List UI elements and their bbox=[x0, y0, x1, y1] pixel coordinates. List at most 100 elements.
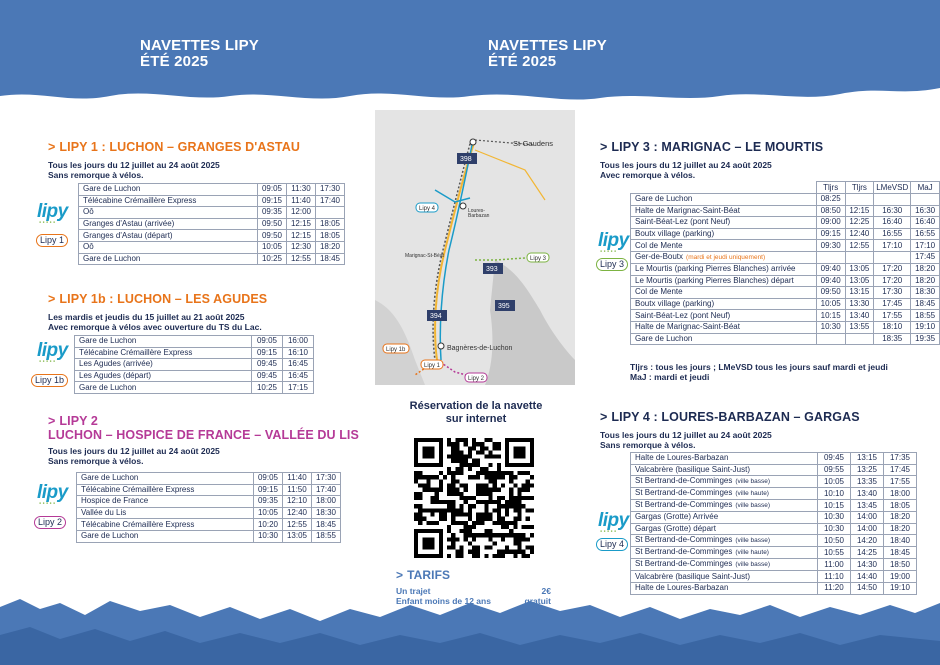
departure-time: 11:40 bbox=[286, 194, 316, 208]
departure-time: 10:05 bbox=[257, 240, 287, 254]
header-right: NAVETTES LIPY ÉTÉ 2025 bbox=[488, 38, 607, 70]
svg-text:Loures-: Loures- bbox=[468, 208, 485, 214]
departure-time: 17:40 bbox=[315, 194, 345, 208]
route-398: 398 bbox=[460, 156, 472, 163]
departure-time: 19:10 bbox=[883, 581, 917, 595]
departure-time: 12:55 bbox=[844, 239, 875, 252]
lipy2-title2: LUCHON – HOSPICE DE FRANCE – VALLÉE DU L… bbox=[48, 428, 359, 442]
header-band bbox=[0, 0, 940, 100]
stop-note: (ville basse) bbox=[735, 537, 771, 545]
departure-time: 13:40 bbox=[850, 487, 884, 501]
departure-time: 10:05 bbox=[817, 475, 851, 489]
departure-time: 16:30 bbox=[910, 204, 940, 218]
departure-time: 18:00 bbox=[883, 487, 917, 501]
stop-name: Gare de Luchon bbox=[630, 193, 817, 206]
stop-name: Halte de Marignac-Saint-Béat bbox=[630, 204, 817, 218]
column-header: MaJ bbox=[910, 181, 940, 194]
departure-time: 16:55 bbox=[910, 227, 940, 241]
departure-time: 14:00 bbox=[850, 511, 884, 524]
stop-name: St Bertrand-de-Comminges(ville basse) bbox=[630, 475, 818, 489]
departure-time: 18:45 bbox=[883, 546, 917, 560]
departure-time: 16:45 bbox=[282, 369, 314, 383]
column-header: Tljrs bbox=[815, 181, 846, 194]
stop-name: Valcabrère (basilique Saint-Just) bbox=[630, 570, 818, 583]
stop-name: Le Mourtis (parking Pierres Blanches) dé… bbox=[630, 274, 817, 288]
departure-time: 18:40 bbox=[883, 534, 917, 548]
departure-time: 09:05 bbox=[253, 472, 283, 485]
departure-time: 13:45 bbox=[850, 499, 884, 513]
departure-time: 14:30 bbox=[850, 558, 884, 572]
lipy-logo: lipy● ● ● ● ● bbox=[37, 201, 68, 224]
departure-time: 09:50 bbox=[257, 217, 287, 231]
stop-name: Boutx village (parking) bbox=[630, 297, 817, 311]
departure-time: 13:05 bbox=[282, 529, 312, 543]
departure-time: 18:50 bbox=[883, 558, 917, 572]
stop-name: Le Mourtis (parking Pierres Blanches) ar… bbox=[630, 262, 817, 276]
departure-time: 09:05 bbox=[257, 183, 287, 196]
stop-name: St Bertrand-de-Comminges(ville basse) bbox=[630, 558, 818, 572]
lipy1-info: Tous les jours du 12 juillet au 24 août … bbox=[48, 160, 220, 180]
departure-time: 09:50 bbox=[257, 229, 287, 242]
departure-time: 12:55 bbox=[282, 518, 312, 531]
departure-time bbox=[815, 332, 846, 346]
stop-name: Saint-Béat-Lez (pont Neuf) bbox=[630, 309, 817, 322]
departure-time: 10:30 bbox=[253, 529, 283, 543]
reservation-qr-code[interactable] bbox=[414, 438, 534, 558]
departure-time: 10:30 bbox=[817, 522, 851, 536]
stop-name: Télécabine Crémaillère Express bbox=[76, 518, 254, 531]
departure-time: 18:55 bbox=[311, 529, 341, 543]
lipy-logo: lipy● ● ● ● ● bbox=[598, 230, 629, 253]
departure-time: 17:55 bbox=[883, 475, 917, 489]
departure-time: 17:20 bbox=[873, 274, 912, 288]
timetable-row: St Bertrand-de-Comminges(ville basse)10:… bbox=[630, 534, 917, 548]
departure-time bbox=[873, 193, 912, 206]
departure-time: 09:55 bbox=[817, 463, 851, 477]
departure-time: 13:25 bbox=[850, 463, 884, 477]
lipy4-section: >LIPY 4 : LOURES-BARBAZAN – GARGAS Tous … bbox=[600, 410, 860, 450]
departure-time: 11:10 bbox=[817, 570, 851, 583]
timetable-row: Ger-de-Boutx(mardi et jeudi uniquement)1… bbox=[630, 250, 940, 264]
network-map: 398 393 395 394 St-Gaudens Loures- Barba… bbox=[375, 110, 575, 385]
timetable-row: Le Mourtis (parking Pierres Blanches) dé… bbox=[630, 274, 940, 288]
lipy-logo: lipy● ● ● ● ● bbox=[37, 482, 68, 505]
departure-time: 11:40 bbox=[282, 472, 312, 485]
stop-name: Halte de Loures-Barbazan bbox=[630, 581, 818, 595]
departure-time: 08:50 bbox=[815, 204, 846, 218]
stop-name: Valcabrère (basilique Saint-Just) bbox=[630, 463, 818, 477]
stop-name: St Bertrand-de-Comminges(ville basse) bbox=[630, 534, 818, 548]
departure-time: 13:15 bbox=[844, 286, 875, 299]
departure-time: 12:15 bbox=[844, 204, 875, 218]
departure-time: 09:30 bbox=[815, 239, 846, 252]
stop-name: Télécabine Crémaillère Express bbox=[74, 346, 252, 360]
departure-time: 18:05 bbox=[315, 229, 345, 242]
stop-name: Ger-de-Boutx(mardi et jeudi uniquement) bbox=[630, 250, 817, 264]
departure-time: 09:15 bbox=[815, 227, 846, 241]
departure-time: 10:55 bbox=[817, 546, 851, 560]
timetable-row: St Bertrand-de-Comminges(ville basse)10:… bbox=[630, 475, 917, 489]
departure-time: 13:30 bbox=[844, 297, 875, 311]
departure-time: 18:20 bbox=[883, 511, 917, 524]
departure-time: 08:25 bbox=[815, 193, 846, 206]
lipy1b-badge: Lipy 1b bbox=[31, 374, 69, 387]
